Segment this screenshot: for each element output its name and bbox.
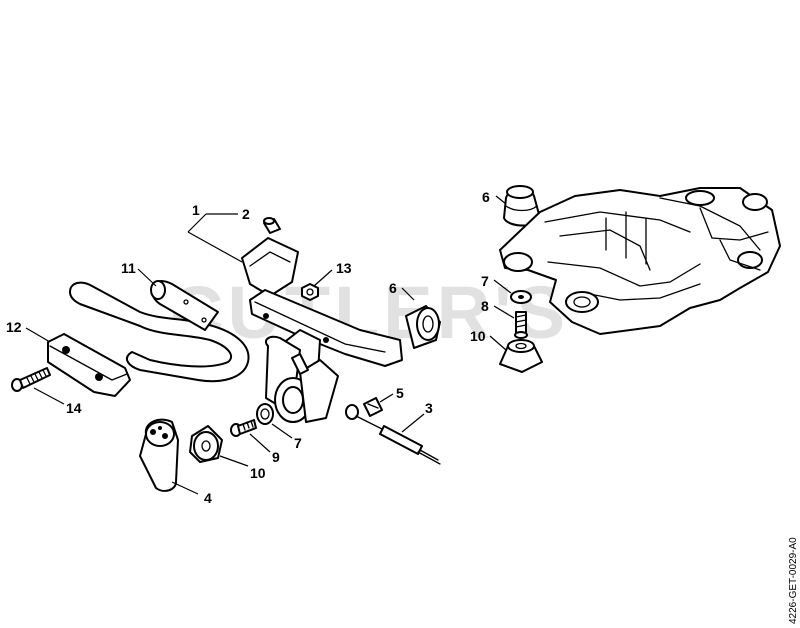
leader-lines (25, 195, 515, 495)
callout-3: 3 (425, 400, 433, 416)
part-14-screw (11, 367, 51, 392)
callout-7-right: 7 (481, 273, 489, 289)
callout-10-right: 10 (470, 328, 486, 344)
callout-12: 12 (6, 319, 22, 335)
part-1-handle-bracket (241, 237, 403, 423)
callout-4: 4 (204, 490, 212, 506)
part-10-nut-right (499, 339, 543, 373)
callout-7-left: 7 (294, 435, 302, 451)
part-5-clip (363, 397, 383, 417)
callout-14: 14 (66, 400, 82, 416)
callout-10-left: 10 (250, 465, 266, 481)
document-id: 4226-GET-0029-A0 (788, 537, 799, 624)
part-13-nut (301, 283, 319, 301)
callout-1: 1 (192, 202, 200, 218)
engine-housing (499, 187, 781, 335)
part-7-washer-right (510, 290, 532, 304)
callout-6-right: 6 (482, 189, 490, 205)
part-9-screw (230, 419, 257, 437)
part-6-buffer-left (405, 305, 441, 349)
callout-8: 8 (481, 298, 489, 314)
part-8-screw (514, 311, 528, 339)
callout-9: 9 (272, 449, 280, 465)
callout-5: 5 (396, 385, 404, 401)
part-2-pin (263, 217, 281, 234)
callout-13: 13 (336, 260, 352, 276)
part-10-knob-left (189, 425, 223, 463)
callout-6-left: 6 (389, 280, 397, 296)
part-3-cable (345, 404, 441, 465)
part-12-clamp-plate (47, 333, 131, 397)
part-4-lever (139, 418, 179, 492)
part-7-ring-left (256, 403, 274, 425)
callout-11: 11 (121, 260, 136, 276)
callout-2: 2 (242, 206, 250, 222)
part-11-loop-handle (69, 280, 250, 383)
callout-labels: 1 2 11 13 6 12 14 5 3 7 9 10 4 6 7 8 10 (6, 189, 490, 506)
